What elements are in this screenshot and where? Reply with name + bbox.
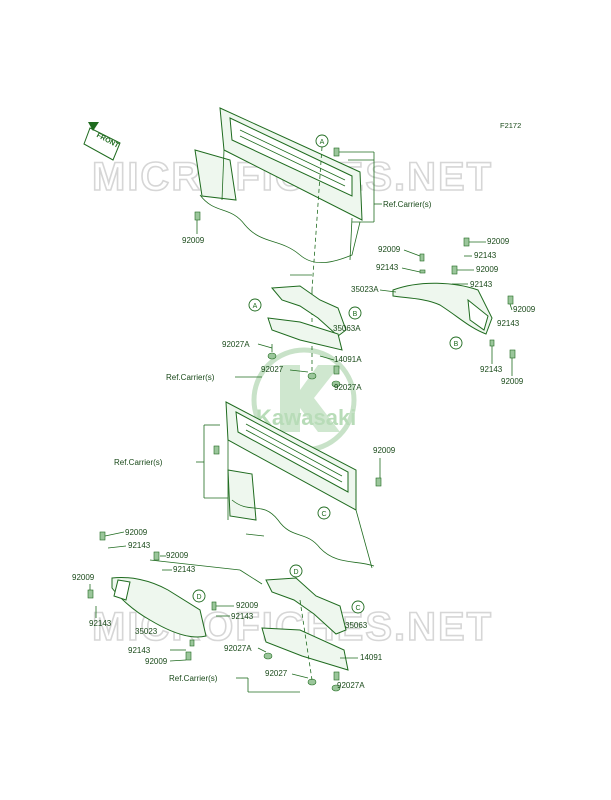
label-92027A-upper-right: 92027A	[334, 383, 362, 392]
callout-c-upper-text: C	[321, 511, 326, 518]
fender-lower-left	[111, 577, 207, 638]
callout-c-upper	[317, 506, 331, 520]
bolt-icon	[194, 211, 201, 221]
bar-14091	[261, 627, 349, 671]
label-14091: 14091	[360, 653, 383, 662]
label-92009-r4: 92009	[513, 305, 536, 314]
ref-label-upper: Ref.Carrier(s)	[383, 200, 432, 209]
bracket-35063A	[267, 285, 347, 351]
ref-bracket-upper	[333, 147, 382, 223]
label-92009-r2: 92009	[487, 237, 510, 246]
callout-b-mid-text: B	[353, 311, 358, 318]
label-14091A: 14091A	[334, 355, 362, 364]
label-92143-r5: 92143	[480, 365, 503, 374]
label-92009-r1: 92009	[378, 245, 401, 254]
callout-d-left	[192, 589, 206, 603]
label-35023: 35023	[135, 627, 158, 636]
label-92009-ll2: 92009	[166, 551, 189, 560]
label-92009-ll1: 92009	[125, 528, 148, 537]
ref-label-lower-left: Ref.Carrier(s)	[114, 458, 163, 467]
ref-bracket-lower-left	[196, 424, 228, 499]
label-92009-upper-left: 92009	[182, 236, 205, 245]
label-92143-ll5: 92143	[128, 646, 151, 655]
callout-d-mid-text: D	[293, 569, 298, 576]
callout-d-mid	[289, 564, 303, 578]
callout-c-lower-text: C	[355, 605, 360, 612]
brand-text: Kawasaki	[256, 405, 356, 430]
label-92009-ll5: 92009	[145, 657, 168, 666]
label-35023A: 35023A	[351, 285, 379, 294]
ref-label-middle: Ref.Carrier(s)	[166, 373, 215, 382]
label-92009-r3: 92009	[476, 265, 499, 274]
callout-a-mid-text: A	[253, 303, 258, 310]
label-92027A-upper-left: 92027A	[222, 340, 250, 349]
callout-c-lower	[351, 600, 365, 614]
callout-a-upper-text: A	[320, 139, 325, 146]
callout-b-right	[449, 336, 463, 350]
label-92027-lower: 92027	[265, 669, 288, 678]
kawasaki-logo: Kawasaki	[251, 347, 357, 453]
callout-a-mid	[248, 298, 262, 312]
callout-b-right-text: B	[454, 341, 459, 348]
label-92009-ll3: 92009	[72, 573, 95, 582]
label-92009-r5: 92009	[501, 377, 524, 386]
label-92143-ll4: 92143	[231, 612, 254, 621]
front-arrow-icon: FRONT	[83, 122, 121, 161]
label-92143-ll1: 92143	[128, 541, 151, 550]
label-35063A: 35063A	[333, 324, 361, 333]
label-35063: 35063	[345, 621, 368, 630]
label-92027A-lower-right: 92027A	[337, 681, 365, 690]
callout-d-left-text: D	[196, 594, 201, 601]
label-92027A-lower-left: 92027A	[224, 644, 252, 653]
label-92027-upper: 92027	[261, 365, 284, 374]
label-92143-r1: 92143	[376, 263, 399, 272]
figure-code: F2172	[500, 121, 521, 130]
label-92143-r2: 92143	[474, 251, 497, 260]
label-92009-lower-right: 92009	[373, 446, 396, 455]
bracket-35063	[265, 577, 347, 635]
label-92009-ll4: 92009	[236, 601, 259, 610]
ref-label-lower: Ref.Carrier(s)	[169, 674, 218, 683]
callout-b-mid	[348, 306, 362, 320]
lower-panel	[225, 401, 375, 569]
upper-panel	[194, 107, 363, 263]
label-92143-r4: 92143	[497, 319, 520, 328]
label-92143-ll2: 92143	[173, 565, 196, 574]
label-92143-r3: 92143	[470, 280, 493, 289]
fender-upper-right	[392, 282, 493, 335]
label-92143-ll3: 92143	[89, 619, 112, 628]
